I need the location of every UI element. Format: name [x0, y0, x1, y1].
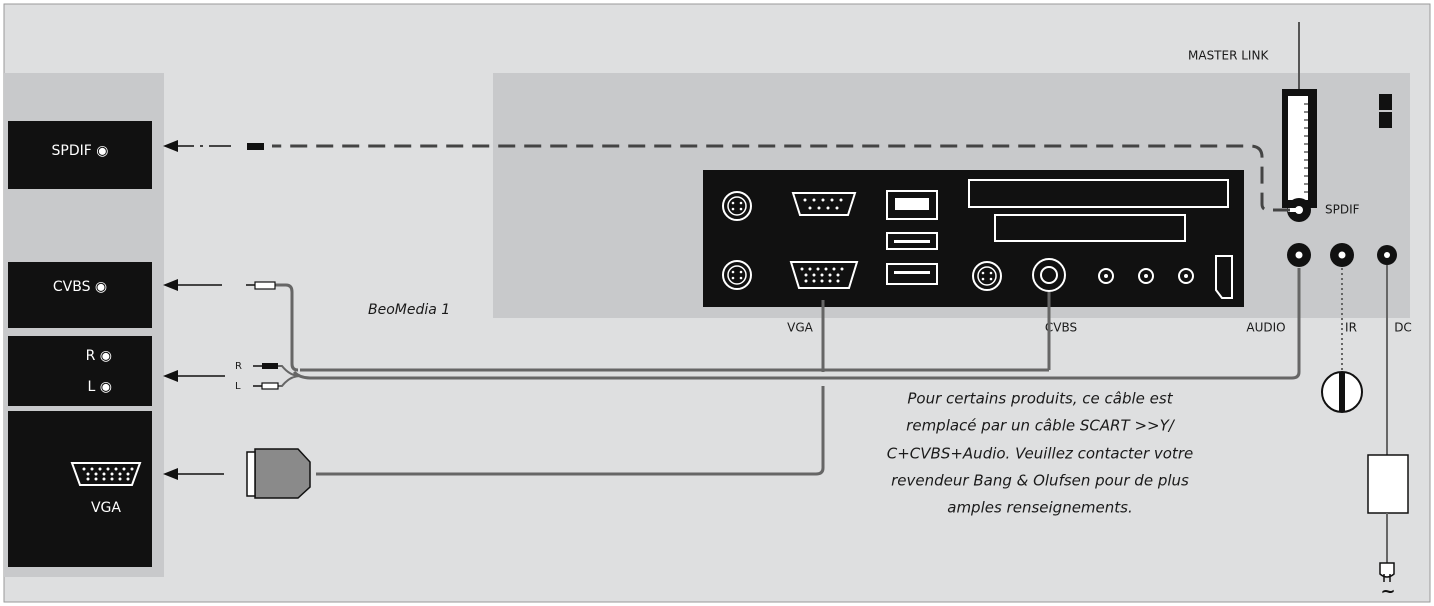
tv-cvbs-socket-box — [8, 262, 152, 328]
cvbs-cable — [246, 281, 1051, 372]
tv-cvbs-label: CVBS ◉ — [53, 279, 107, 295]
usb-port-lower-icon — [886, 263, 938, 285]
power-adapter-icon — [1367, 454, 1409, 514]
cable-r-label: R — [235, 361, 242, 372]
cvbs-arrow — [163, 279, 222, 291]
device-dc-jack-icon — [1377, 245, 1397, 265]
note-line-3: C+CVBS+Audio. Veuillez contacter votre — [887, 445, 1193, 463]
audio-jack-icons — [1098, 268, 1194, 284]
vga-arrow — [163, 468, 224, 480]
tv-connection-panel: SPDIF ◉ CVBS ◉ R ◉ L ◉ VGA — [4, 73, 164, 577]
mains-symbol: ~ — [1380, 581, 1395, 602]
tv-spdif-socket-box — [8, 121, 152, 189]
ps2-keyboard-port-icon — [722, 191, 752, 221]
device-io-panel — [703, 170, 1244, 307]
cvbs-port-icon — [1032, 258, 1066, 292]
master-link-label: MASTER LINK — [1188, 49, 1269, 63]
serial-port-icon — [791, 192, 857, 216]
ethernet-port-icon — [886, 190, 938, 220]
mains-plug-icon — [1379, 562, 1395, 582]
vga-cable — [246, 300, 825, 499]
device-audio-port-label: AUDIO — [1246, 321, 1285, 335]
tv-audio-r-label: R ◉ — [86, 348, 112, 364]
expansion-slot-upper — [968, 179, 1229, 208]
dc-power-cable: ~ — [1367, 265, 1409, 602]
tv-vga-port-icon — [70, 462, 142, 486]
expansion-slot-lower — [994, 214, 1186, 242]
note-line-2: remplacé par un câble SCART >>Y/ — [906, 417, 1176, 435]
note-line-4: revendeur Bang & Olufsen pour de plus — [891, 472, 1189, 490]
device-spdif-jack-icon — [1287, 198, 1311, 222]
tv-vga-socket-box — [8, 411, 152, 567]
tv-audio-l-label: L ◉ — [88, 379, 112, 395]
device-dc-port-label: DC — [1394, 321, 1412, 335]
note-line-1: Pour certains produits, ce câble est — [907, 390, 1173, 408]
ps2-mouse-port-icon — [722, 260, 752, 290]
tv-spdif-label: SPDIF ◉ — [52, 143, 109, 159]
device-vga-port-icon — [789, 261, 859, 289]
tv-vga-label: VGA — [91, 500, 121, 516]
device-name-label: BeoMedia 1 — [368, 302, 450, 318]
cable-note: Pour certains produits, ce câble est rem… — [887, 390, 1193, 517]
svideo-port-icon — [972, 261, 1002, 291]
device-audio-jack-icon — [1287, 243, 1311, 267]
optical-port-icon — [1215, 255, 1233, 299]
ir-cable — [1321, 268, 1363, 413]
device-spdif-label: SPDIF — [1325, 203, 1360, 217]
tv-audio-socket-box — [8, 336, 152, 406]
device-ir-jack-icon — [1330, 243, 1354, 267]
audio-cable — [253, 268, 1301, 390]
usb-port-upper-icon — [886, 232, 938, 250]
spdif-cable — [163, 140, 1290, 212]
note-line-5: amples renseignements. — [947, 499, 1133, 517]
device-ir-port-label: IR — [1345, 321, 1357, 335]
power-switch-icon — [1379, 94, 1392, 128]
cable-l-label: L — [235, 381, 241, 392]
master-link-connector-icon — [1282, 89, 1317, 208]
audio-arrow — [163, 370, 225, 382]
beomedia-device: BeoMedia 1 — [368, 22, 1410, 318]
device-vga-port-label: VGA — [787, 321, 814, 335]
device-cvbs-port-label: CVBS — [1045, 321, 1077, 335]
